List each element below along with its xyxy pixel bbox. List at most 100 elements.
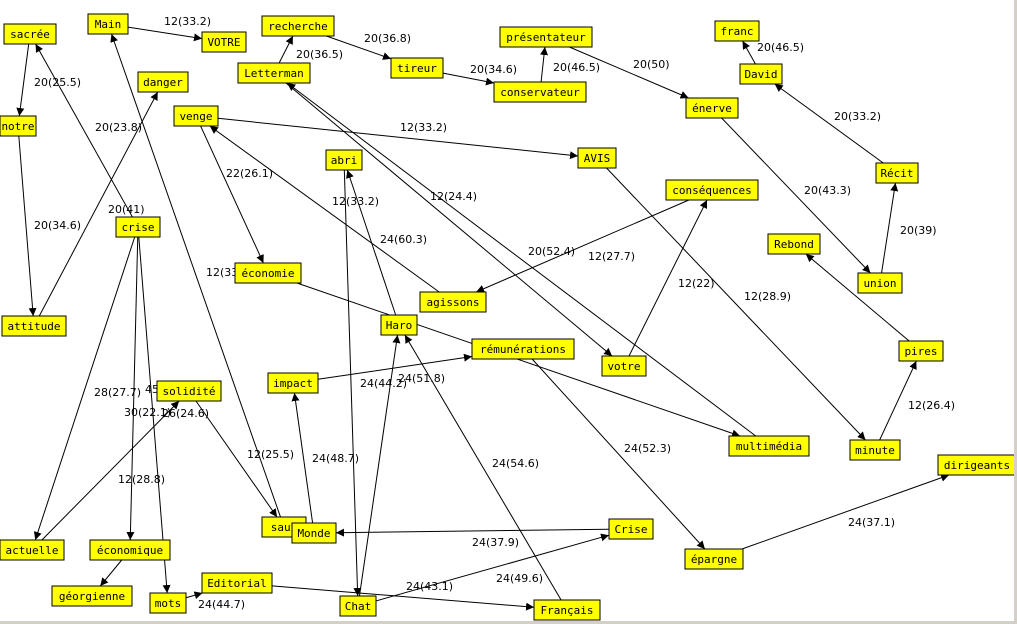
- node-box-pires[interactable]: [898, 340, 944, 362]
- node-label-presentateur: présentateur: [506, 31, 586, 44]
- node-box-mots[interactable]: [149, 592, 187, 614]
- node-conservateur[interactable]: conservateur: [493, 81, 587, 103]
- edge-recherche-to-tireur: [326, 35, 392, 60]
- node-notre[interactable]: notre: [0, 115, 37, 137]
- node-abri[interactable]: abri: [325, 149, 363, 171]
- node-box-sacree[interactable]: [3, 23, 57, 45]
- node-box-economique[interactable]: [89, 539, 171, 561]
- node-box-letterman[interactable]: [237, 62, 311, 84]
- node-georgienne[interactable]: géorgienne: [51, 585, 133, 607]
- node-epargne[interactable]: épargne: [684, 548, 744, 570]
- node-box-main[interactable]: [87, 13, 129, 35]
- node-sacree[interactable]: sacrée: [3, 23, 57, 45]
- node-box-enerve[interactable]: [685, 97, 739, 119]
- node-agissons[interactable]: agissons: [419, 291, 487, 313]
- node-crise[interactable]: crise: [115, 216, 161, 238]
- node-votre[interactable]: votre: [601, 355, 647, 377]
- node-franc[interactable]: franc: [714, 20, 760, 42]
- node-mots[interactable]: mots: [149, 592, 187, 614]
- node-box-abri[interactable]: [325, 149, 363, 171]
- edge-label-union-to-recit: 20(39): [900, 224, 937, 237]
- node-label-conservateur: conservateur: [500, 86, 580, 99]
- node-box-presentateur[interactable]: [499, 26, 593, 48]
- node-box-francais[interactable]: [533, 599, 601, 621]
- edge-presentateur-to-enerve: [569, 46, 689, 99]
- node-presentateur[interactable]: présentateur: [499, 26, 593, 48]
- node-letterman[interactable]: Letterman: [237, 62, 311, 84]
- node-minute[interactable]: minute: [849, 439, 901, 461]
- node-box-danger[interactable]: [137, 71, 189, 93]
- node-box-chat[interactable]: [339, 595, 377, 617]
- node-box-notre[interactable]: [0, 115, 37, 137]
- node-label-minute: minute: [855, 444, 895, 457]
- node-box-david[interactable]: [739, 63, 783, 85]
- node-label-votre: votre: [607, 360, 640, 373]
- node-attitude[interactable]: attitude: [1, 315, 67, 337]
- edge-label-consequences-to-agissons: 12(27.7): [588, 250, 635, 263]
- node-box-rebond[interactable]: [767, 233, 821, 255]
- node-box-georgienne[interactable]: [51, 585, 133, 607]
- node-box-multimedia[interactable]: [728, 435, 810, 457]
- node-pires[interactable]: pires: [898, 340, 944, 362]
- node-monde[interactable]: Monde: [291, 522, 337, 544]
- node-box-haro[interactable]: [380, 314, 418, 336]
- node-editorial[interactable]: Editorial: [201, 572, 273, 594]
- node-box-consequences[interactable]: [665, 179, 759, 201]
- node-votre_caps[interactable]: VOTRE: [201, 31, 247, 53]
- node-box-union[interactable]: [857, 272, 903, 294]
- node-chat[interactable]: Chat: [339, 595, 377, 617]
- node-david[interactable]: David: [739, 63, 783, 85]
- node-union[interactable]: union: [857, 272, 903, 294]
- edge-label-multimedia-to-letterman: 20(52.4): [528, 245, 575, 258]
- node-economie[interactable]: économie: [234, 262, 302, 284]
- node-box-franc[interactable]: [714, 20, 760, 42]
- node-crise_cap[interactable]: Crise: [608, 518, 654, 540]
- node-main[interactable]: Main: [87, 13, 129, 35]
- node-label-letterman: Letterman: [244, 67, 304, 80]
- edge-label-crise_cap-to-monde: 24(37.9): [472, 536, 519, 549]
- node-tireur[interactable]: tireur: [390, 57, 444, 79]
- node-box-venge[interactable]: [173, 105, 219, 127]
- node-solidite[interactable]: solidité: [156, 380, 222, 402]
- node-box-solidite[interactable]: [156, 380, 222, 402]
- node-recherche[interactable]: recherche: [261, 15, 335, 37]
- node-impact[interactable]: impact: [267, 372, 319, 394]
- node-label-actuelle: actuelle: [6, 544, 59, 557]
- node-enerve[interactable]: énerve: [685, 97, 739, 119]
- node-box-crise[interactable]: [115, 216, 161, 238]
- node-consequences[interactable]: conséquences: [665, 179, 759, 201]
- node-francais[interactable]: Français: [533, 599, 601, 621]
- edge-label-avis-to-minute: 12(28.9): [744, 290, 791, 303]
- node-box-crise_cap[interactable]: [608, 518, 654, 540]
- node-box-editorial[interactable]: [201, 572, 273, 594]
- node-box-votre_caps[interactable]: [201, 31, 247, 53]
- node-box-recherche[interactable]: [261, 15, 335, 37]
- node-box-monde[interactable]: [291, 522, 337, 544]
- node-box-conservateur[interactable]: [493, 81, 587, 103]
- node-box-remunerations[interactable]: [471, 338, 575, 360]
- node-avis[interactable]: AVIS: [577, 147, 617, 169]
- node-venge[interactable]: venge: [173, 105, 219, 127]
- node-box-votre[interactable]: [601, 355, 647, 377]
- node-recit[interactable]: Récit: [875, 162, 919, 184]
- edge-label-crise-to-actuelle: 28(27.7): [94, 386, 141, 399]
- node-haro[interactable]: Haro: [380, 314, 418, 336]
- node-box-agissons[interactable]: [419, 291, 487, 313]
- node-dirigeants[interactable]: dirigeants: [937, 454, 1017, 476]
- node-box-economie[interactable]: [234, 262, 302, 284]
- node-box-recit[interactable]: [875, 162, 919, 184]
- node-box-impact[interactable]: [267, 372, 319, 394]
- node-economique[interactable]: économique: [89, 539, 171, 561]
- node-box-attitude[interactable]: [1, 315, 67, 337]
- node-danger[interactable]: danger: [137, 71, 189, 93]
- node-actuelle[interactable]: actuelle: [0, 539, 65, 561]
- node-rebond[interactable]: Rebond: [767, 233, 821, 255]
- edge-agissons-to-venge: [209, 125, 440, 293]
- node-remunerations[interactable]: rémunérations: [471, 338, 575, 360]
- node-multimedia[interactable]: multimédia: [728, 435, 810, 457]
- node-box-minute[interactable]: [849, 439, 901, 461]
- node-box-actuelle[interactable]: [0, 539, 65, 561]
- node-box-epargne[interactable]: [684, 548, 744, 570]
- node-box-avis[interactable]: [577, 147, 617, 169]
- node-box-tireur[interactable]: [390, 57, 444, 79]
